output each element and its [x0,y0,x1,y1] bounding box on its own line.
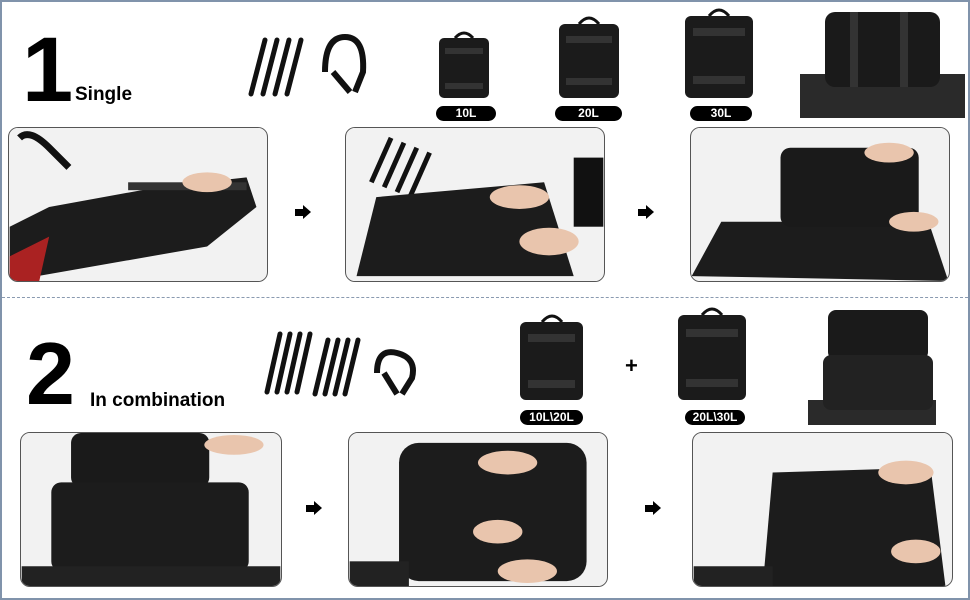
straps-image [245,32,370,102]
step2-photo-strap-stack [348,432,608,587]
step2-photo-strap-bag [345,127,605,282]
size-label-20l-30l: 20L\30L [685,410,745,425]
step1-photo-attach-straps [8,127,268,282]
size-label-10l-20l: 10L\20L [520,410,583,425]
bag-10l-image [437,28,491,100]
section-divider [2,297,968,298]
straps-image [262,328,427,400]
size-label-30l: 30L [690,106,752,121]
step-number-1: 1 [22,19,74,121]
bags-stacked-image [808,305,936,425]
bag-10l-20l-image [518,310,585,402]
plus-icon: + [625,353,638,378]
size-label-20l: 20L [555,106,622,121]
step3-photo-bag-mounted [690,127,950,282]
step-number-2: 2 [26,324,75,423]
bag-20l-30l-image [676,303,748,402]
step1-photo-stack-bags [20,432,282,587]
section-title-single: Single [75,84,133,105]
bag-30l-image [683,4,755,100]
bag-mounted-image [800,4,965,118]
step3-photo-stack-mounted [692,432,953,587]
section-title-combination: In combination [90,390,226,411]
size-label-10l: 10L [436,106,496,121]
bag-20l-image [557,12,621,100]
